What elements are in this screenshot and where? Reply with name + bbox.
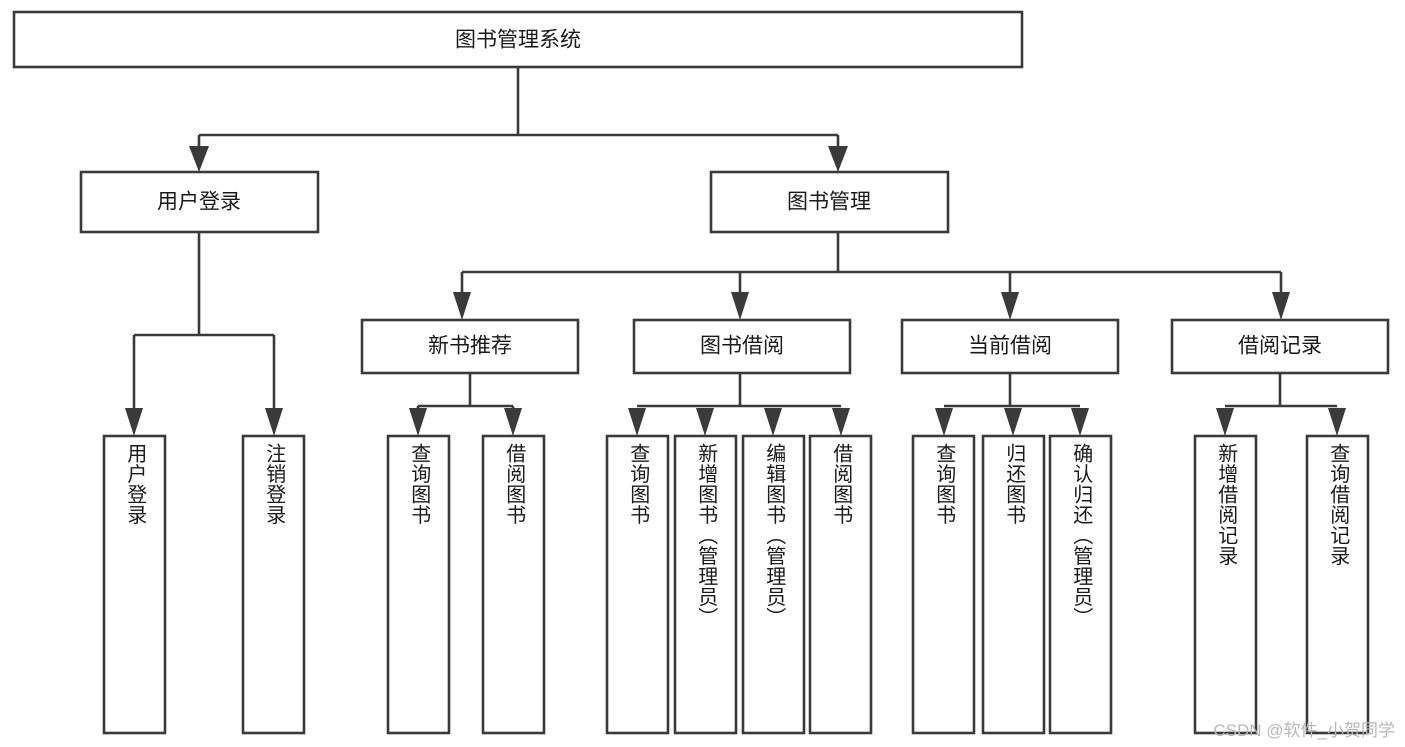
leaf-borrow-record-2[interactable]: 查询借阅记录: [1305, 434, 1370, 735]
node-new-book-recommend-box[interactable]: [360, 318, 580, 375]
arrow-head-book-borrow: [731, 292, 749, 320]
node-borrow-record[interactable]: 借阅记录: [1170, 318, 1390, 375]
arrow-head-book-mgmt: [828, 146, 848, 172]
node-root-box[interactable]: [12, 10, 1024, 69]
leaf-user-login-1-label-area: 用户登录: [123, 443, 146, 525]
leaf-borrow-record-1-label: 新增借阅记录: [1214, 443, 1237, 566]
arrow-head-leaf-book-borrow-2: [696, 408, 714, 436]
leaf-current-borrow-3-label-area: 确认归还（管理员）: [1069, 443, 1092, 628]
leaf-new-book-2[interactable]: 借阅图书: [481, 434, 546, 735]
leaf-new-book-2-box[interactable]: [481, 434, 546, 735]
leaf-book-borrow-3[interactable]: 编辑图书（管理员）: [741, 434, 806, 735]
node-book-management-label: 图书管理: [787, 191, 871, 214]
leaf-current-borrow-2-label: 归还图书: [1002, 443, 1025, 525]
leaf-book-borrow-4-label: 借阅图书: [829, 443, 852, 525]
arrow-head-leaf-user-login-1: [125, 408, 143, 436]
node-user-login[interactable]: 用户登录: [79, 170, 320, 234]
leaf-user-login-2-label-area: 注销登录: [262, 443, 285, 525]
arrow-head-leaf-book-borrow-3: [764, 408, 782, 436]
node-new-book-recommend-label: 新书推荐: [428, 335, 512, 358]
leaf-book-borrow-4-box[interactable]: [808, 434, 873, 735]
arrow-head-leaf-current-borrow-1: [935, 408, 953, 436]
leaf-user-login-1[interactable]: 用户登录: [102, 434, 167, 735]
leaf-current-borrow-1-label: 查询图书: [932, 443, 955, 525]
node-current-borrow-box[interactable]: [900, 318, 1120, 375]
leaf-book-borrow-2-label-area: 新增图书（管理员）: [694, 443, 717, 628]
node-borrow-record-label: 借阅记录: [1238, 335, 1322, 358]
leaf-borrow-record-2-label-area: 查询借阅记录: [1326, 443, 1349, 566]
leaf-book-borrow-4-label-area: 借阅图书: [829, 443, 852, 525]
leaf-user-login-2[interactable]: 注销登录: [241, 434, 306, 735]
leaf-book-borrow-1-label: 查询图书: [626, 443, 649, 525]
leaf-current-borrow-2[interactable]: 归还图书: [981, 434, 1046, 735]
arrow-head-new-book-recommend: [453, 292, 471, 320]
leaf-book-borrow-1-box[interactable]: [605, 434, 670, 735]
arrow-head-leaf-borrow-record-1: [1216, 408, 1234, 436]
connector-group: [125, 67, 1346, 436]
leaf-book-borrow-3-box[interactable]: [741, 434, 806, 735]
leaf-book-borrow-2-box[interactable]: [673, 434, 738, 735]
leaf-new-book-1[interactable]: 查询图书: [386, 434, 451, 735]
arrow-head-leaf-current-borrow-2: [1004, 408, 1022, 436]
leaf-borrow-record-1-label-area: 新增借阅记录: [1214, 443, 1237, 566]
leaf-book-borrow-4[interactable]: 借阅图书: [808, 434, 873, 735]
leaf-user-login-2-box[interactable]: [241, 434, 306, 735]
leaf-book-borrow-1-label-area: 查询图书: [626, 443, 649, 525]
node-book-borrow-box[interactable]: [632, 318, 852, 375]
arrow-head-leaf-new-book-2: [504, 408, 522, 436]
leaf-book-borrow-3-label: 编辑图书（管理员）: [762, 443, 785, 628]
leaf-borrow-record-2-box[interactable]: [1305, 434, 1370, 735]
arrow-head-leaf-current-borrow-3: [1071, 408, 1089, 436]
leaf-current-borrow-3-label: 确认归还（管理员）: [1069, 443, 1092, 628]
node-book-management-box[interactable]: [709, 170, 950, 234]
leaf-book-borrow-3-label-area: 编辑图书（管理员）: [762, 443, 785, 628]
arrow-head-leaf-new-book-1: [409, 408, 427, 436]
node-root-label: 图书管理系统: [455, 29, 581, 52]
arrow-head-leaf-user-login-2: [265, 408, 283, 436]
leaf-new-book-1-label: 查询图书: [407, 443, 430, 525]
leaf-current-borrow-1-box[interactable]: [911, 434, 976, 735]
leaf-current-borrow-1-label-area: 查询图书: [932, 443, 955, 525]
node-root[interactable]: 图书管理系统: [12, 10, 1024, 69]
leaf-user-login-1-label: 用户登录: [123, 443, 146, 525]
arrow-head-leaf-borrow-record-2: [1328, 408, 1346, 436]
arrow-head-leaf-book-borrow-4: [832, 408, 850, 436]
node-book-borrow[interactable]: 图书借阅: [632, 318, 852, 375]
leaf-new-book-1-label-area: 查询图书: [407, 443, 430, 525]
node-book-management[interactable]: 图书管理: [709, 170, 950, 234]
leaf-current-borrow-2-box[interactable]: [981, 434, 1046, 735]
leaf-new-book-2-label: 借阅图书: [502, 443, 525, 525]
leaf-user-login-2-label: 注销登录: [262, 443, 285, 525]
leaf-new-book-1-box[interactable]: [386, 434, 451, 735]
leaf-book-borrow-2-label: 新增图书（管理员）: [694, 443, 717, 628]
node-user-login-box[interactable]: [79, 170, 320, 234]
leaf-current-borrow-3-box[interactable]: [1048, 434, 1113, 735]
node-new-book-recommend[interactable]: 新书推荐: [360, 318, 580, 375]
node-user-login-label: 用户登录: [157, 191, 241, 214]
arrow-head-current-borrow: [1001, 292, 1019, 320]
leaf-current-borrow-2-label-area: 归还图书: [1002, 443, 1025, 525]
leaf-borrow-record-1[interactable]: 新增借阅记录: [1193, 434, 1258, 735]
leaf-current-borrow-1[interactable]: 查询图书: [911, 434, 976, 735]
arrow-head-user-login: [189, 146, 209, 172]
leaf-user-login-1-box[interactable]: [102, 434, 167, 735]
node-borrow-record-box[interactable]: [1170, 318, 1390, 375]
node-book-borrow-label: 图书借阅: [700, 335, 784, 358]
leaf-borrow-record-2-label: 查询借阅记录: [1326, 443, 1349, 566]
node-current-borrow-label: 当前借阅: [968, 335, 1052, 358]
leaf-current-borrow-3[interactable]: 确认归还（管理员）: [1048, 434, 1113, 735]
arrow-head-leaf-book-borrow-1: [628, 408, 646, 436]
node-current-borrow[interactable]: 当前借阅: [900, 318, 1120, 375]
arrow-head-borrow-record: [1272, 292, 1290, 320]
leaf-new-book-2-label-area: 借阅图书: [502, 443, 525, 525]
leaf-book-borrow-1[interactable]: 查询图书: [605, 434, 670, 735]
leaf-borrow-record-1-box[interactable]: [1193, 434, 1258, 735]
leaf-book-borrow-2[interactable]: 新增图书（管理员）: [673, 434, 738, 735]
